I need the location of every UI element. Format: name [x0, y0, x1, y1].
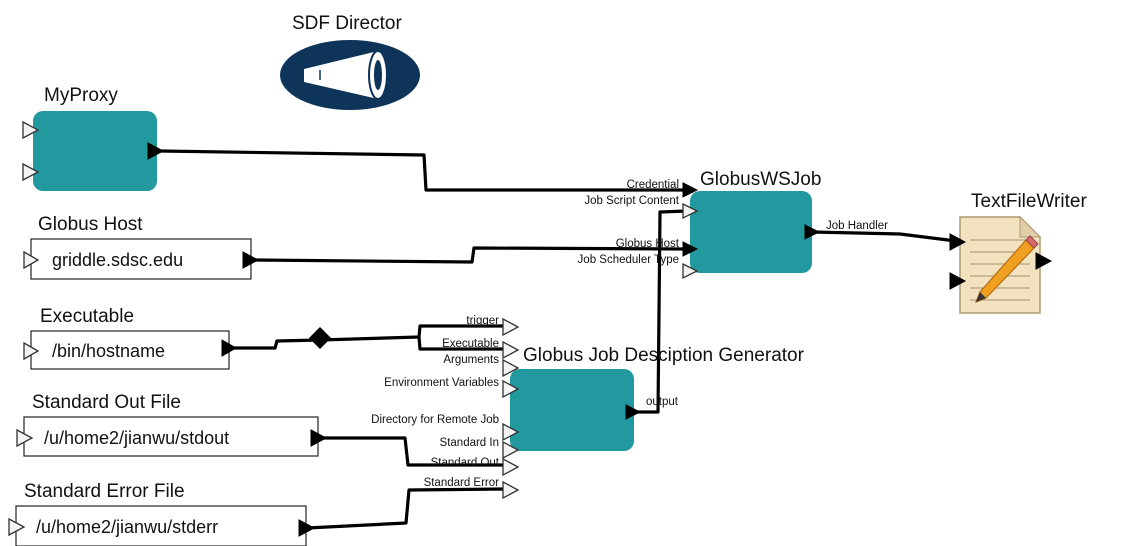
port-label-standard-out: Standard Out	[431, 457, 500, 469]
wire-generator-to-jobscript[interactable]	[630, 209, 689, 414]
port-label-output: output	[646, 396, 679, 408]
std-err-title: Standard Error File	[24, 481, 185, 502]
std-err-input-port[interactable]	[8, 517, 26, 537]
globus-ws-job-script-port[interactable]	[682, 202, 699, 220]
globus-ws-job-scheduler-port[interactable]	[682, 262, 699, 280]
myproxy-body[interactable]	[33, 111, 157, 191]
globus-host-value: griddle.sdsc.edu	[52, 250, 183, 270]
param-executable[interactable]: Executable /bin/hostname	[23, 306, 238, 370]
executable-box[interactable]	[30, 330, 230, 370]
actor-job-desc-generator[interactable]: Globus Job Desciption Generator trigger …	[371, 315, 805, 500]
wire-globushost-to-globusjob[interactable]	[250, 246, 690, 264]
wire-stdout-to-generator[interactable]	[320, 436, 506, 467]
myproxy-input-port-1[interactable]	[22, 120, 40, 140]
text-file-writer-input-2[interactable]	[949, 272, 967, 290]
port-label-environment-variables: Environment Variables	[384, 377, 499, 389]
port-label-globus-host: Globus Host	[616, 238, 680, 250]
std-err-value: /u/home2/jianwu/stderr	[36, 517, 218, 537]
generator-executable-port[interactable]	[502, 340, 520, 360]
generator-stdin-port[interactable]	[502, 440, 520, 460]
globus-ws-job-host-port[interactable]	[682, 241, 699, 257]
port-label-job-scheduler-type: Job Scheduler Type	[578, 254, 679, 266]
wire-stderr-to-generator[interactable]	[305, 487, 506, 530]
port-label-job-script-content: Job Script Content	[584, 195, 679, 207]
actor-myproxy[interactable]: MyProxy	[22, 85, 165, 191]
generator-directory-port[interactable]	[502, 422, 520, 442]
wire-jobhandler-to-writer[interactable]	[810, 230, 958, 243]
std-err-output-port[interactable]	[298, 519, 316, 537]
director-title: SDF Director	[292, 13, 402, 34]
executable-input-port[interactable]	[23, 341, 40, 361]
actor-text-file-writer[interactable]: TextFileWriter	[949, 191, 1087, 314]
wire-myproxy-to-credential[interactable]	[158, 149, 689, 192]
wire-relation-to-trigger[interactable]	[318, 324, 507, 342]
port-label-standard-in: Standard In	[440, 437, 499, 449]
port-label-directory-remote-job: Directory for Remote Job	[371, 414, 499, 426]
wires	[158, 149, 958, 530]
generator-trigger-port[interactable]	[502, 317, 520, 337]
myproxy-input-port-2[interactable]	[22, 162, 40, 182]
std-out-input-port[interactable]	[16, 428, 34, 448]
std-out-output-port[interactable]	[310, 429, 328, 447]
job-desc-generator-title: Globus Job Desciption Generator	[523, 345, 805, 366]
param-std-err[interactable]: Standard Error File /u/home2/jianwu/stde…	[8, 481, 316, 546]
std-err-box[interactable]	[15, 505, 307, 546]
generator-stderr-port[interactable]	[502, 480, 520, 500]
text-file-writer-title: TextFileWriter	[971, 191, 1087, 212]
globus-host-title: Globus Host	[38, 214, 143, 235]
port-label-trigger: trigger	[466, 315, 499, 327]
std-out-value: /u/home2/jianwu/stdout	[44, 428, 229, 448]
myproxy-output-port[interactable]	[147, 142, 165, 160]
std-out-title: Standard Out File	[32, 392, 181, 413]
relation-diamond[interactable]	[309, 327, 331, 349]
wire-relation-to-executable[interactable]	[417, 335, 507, 351]
globus-host-output-port[interactable]	[242, 251, 260, 269]
generator-output-port[interactable]	[625, 404, 642, 420]
globus-ws-job-body[interactable]	[690, 191, 812, 273]
port-label-credential: Credential	[627, 179, 679, 191]
globus-ws-job-title: GlobusWSJob	[700, 169, 821, 190]
text-file-writer-input-1[interactable]	[949, 233, 967, 251]
wire-executable-relation-left[interactable]	[231, 338, 322, 350]
text-file-writer-output-port[interactable]	[1035, 252, 1053, 270]
globus-ws-job-output-port[interactable]	[804, 224, 821, 240]
generator-arguments-port[interactable]	[502, 358, 520, 378]
globus-host-input-port[interactable]	[23, 250, 40, 270]
executable-title: Executable	[40, 306, 134, 327]
param-std-out[interactable]: Standard Out File /u/home2/jianwu/stdout	[16, 392, 328, 457]
myproxy-title: MyProxy	[44, 85, 118, 106]
param-globus-host[interactable]: Globus Host griddle.sdsc.edu	[23, 214, 260, 280]
port-label-standard-error: Standard Error	[424, 477, 500, 489]
sdf-director[interactable]: SDF Director	[280, 13, 420, 110]
globus-ws-job-credential-port[interactable]	[682, 182, 699, 198]
port-label-executable: Executable	[442, 338, 499, 350]
executable-output-port[interactable]	[221, 339, 238, 357]
job-desc-generator-body[interactable]	[510, 369, 634, 451]
actor-globus-ws-job[interactable]: GlobusWSJob Credential Job Script Conten…	[578, 169, 889, 280]
megaphone-icon	[304, 50, 388, 100]
generator-env-port[interactable]	[502, 379, 520, 399]
std-out-box[interactable]	[23, 416, 319, 457]
port-label-arguments: Arguments	[443, 354, 499, 366]
generator-stdout-port[interactable]	[502, 457, 520, 477]
port-label-job-handler: Job Handler	[826, 220, 888, 232]
document-pencil-icon	[959, 215, 1042, 314]
executable-value: /bin/hostname	[52, 341, 165, 361]
